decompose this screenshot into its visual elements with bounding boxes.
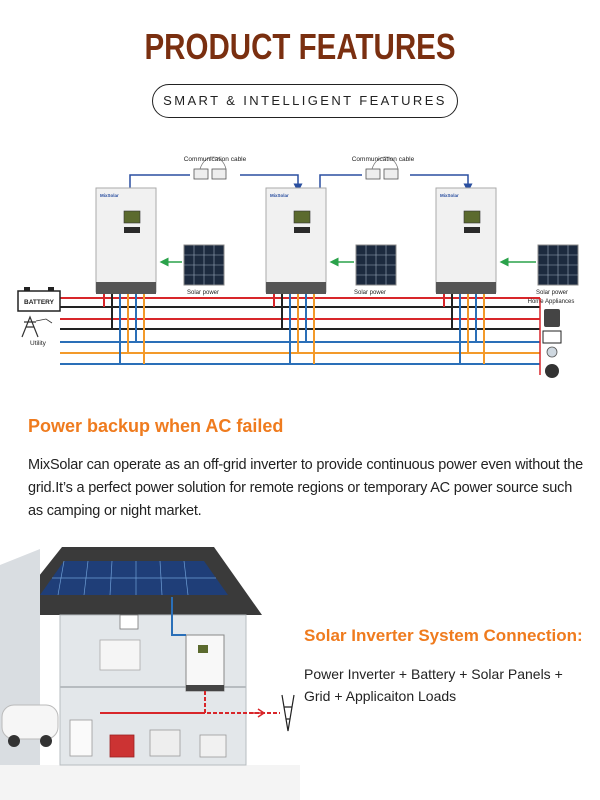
section-text-power-backup: MixSolar can operate as an off-grid inve… xyxy=(28,457,584,519)
solar-label-2: Solar power xyxy=(354,290,386,296)
section-text-system-connection: Power Inverter + Battery + Solar Panels … xyxy=(304,666,563,704)
inverter-unit-3: MixSolar xyxy=(435,187,497,294)
battery-label: BATTERY xyxy=(24,299,55,306)
fridge-icon xyxy=(544,309,560,327)
home-appliances: Home Appliances xyxy=(528,298,575,378)
comm-cable-label-2: Communication cable xyxy=(352,156,415,163)
comm-cable-label-1: Communication cable xyxy=(184,156,247,163)
parallel-wiring-diagram: Communication cable Communication cable … xyxy=(17,156,579,378)
tv-icon xyxy=(542,330,562,344)
page-title: PRODUCT FEATURES xyxy=(144,26,456,67)
inverter-brand-2: MixSolar xyxy=(270,193,289,198)
bulb-icon xyxy=(546,346,558,358)
solar-label-3: Solar power xyxy=(536,290,568,296)
inverter-unit-2: MixSolar xyxy=(265,187,327,294)
battery-icon: BATTERY xyxy=(17,287,61,312)
drop-wires xyxy=(103,294,485,364)
home-appliances-label: Home Appliances xyxy=(528,299,575,305)
fan-icon xyxy=(545,364,559,378)
comm-cable-1: Communication cable xyxy=(129,156,298,188)
section-heading-power-backup: Power backup when AC failed xyxy=(28,416,284,436)
solar-panel-1: Solar power xyxy=(159,244,225,296)
house-system-illustration xyxy=(0,547,300,800)
inverter-brand-3: MixSolar xyxy=(440,193,459,198)
solar-label-1: Solar power xyxy=(187,290,219,296)
utility-label: Utility xyxy=(30,340,47,347)
section-heading-system-connection: Solar Inverter System Connection: xyxy=(304,626,583,645)
subtitle-pill: SMART & INTELLIGENT FEATURES xyxy=(152,84,458,118)
utility-tower-icon: Utility xyxy=(21,315,53,347)
comm-cable-2: Communication cable xyxy=(319,156,468,188)
solar-panel-3: Solar power xyxy=(499,244,579,296)
inverter-brand-1: MixSolar xyxy=(100,193,119,198)
solar-panel-2: Solar power xyxy=(329,244,397,296)
inverter-unit-1: MixSolar xyxy=(95,187,157,294)
